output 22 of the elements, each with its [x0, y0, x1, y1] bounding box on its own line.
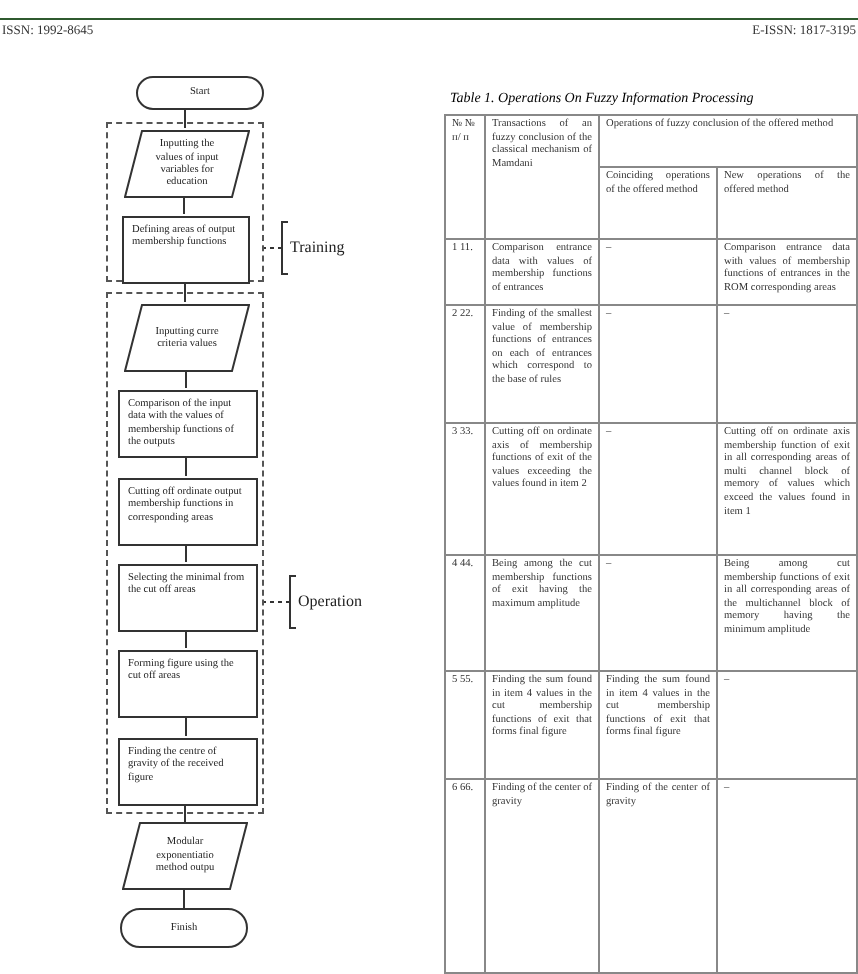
process-box — [118, 478, 258, 546]
connector-line — [183, 889, 185, 909]
dashed-group-box — [106, 292, 264, 814]
terminal-shape — [120, 908, 248, 948]
input-output-parallelogram — [124, 130, 250, 198]
input-output-parallelogram — [124, 304, 250, 372]
process-box — [122, 216, 250, 284]
connector-line — [185, 715, 187, 737]
process-box — [118, 650, 258, 718]
connector-line — [185, 455, 187, 477]
dashed-connector — [263, 247, 283, 249]
terminal-shape — [136, 76, 264, 110]
group-label-text: Training — [290, 238, 345, 258]
connector-line — [184, 281, 186, 303]
process-box — [118, 738, 258, 806]
group-label-text: Operation — [298, 592, 362, 612]
dashed-group-box — [106, 122, 264, 282]
connector-line — [184, 109, 186, 129]
process-box — [118, 564, 258, 632]
process-box — [118, 390, 258, 458]
input-output-parallelogram — [122, 822, 248, 890]
dashed-connector — [263, 601, 291, 603]
